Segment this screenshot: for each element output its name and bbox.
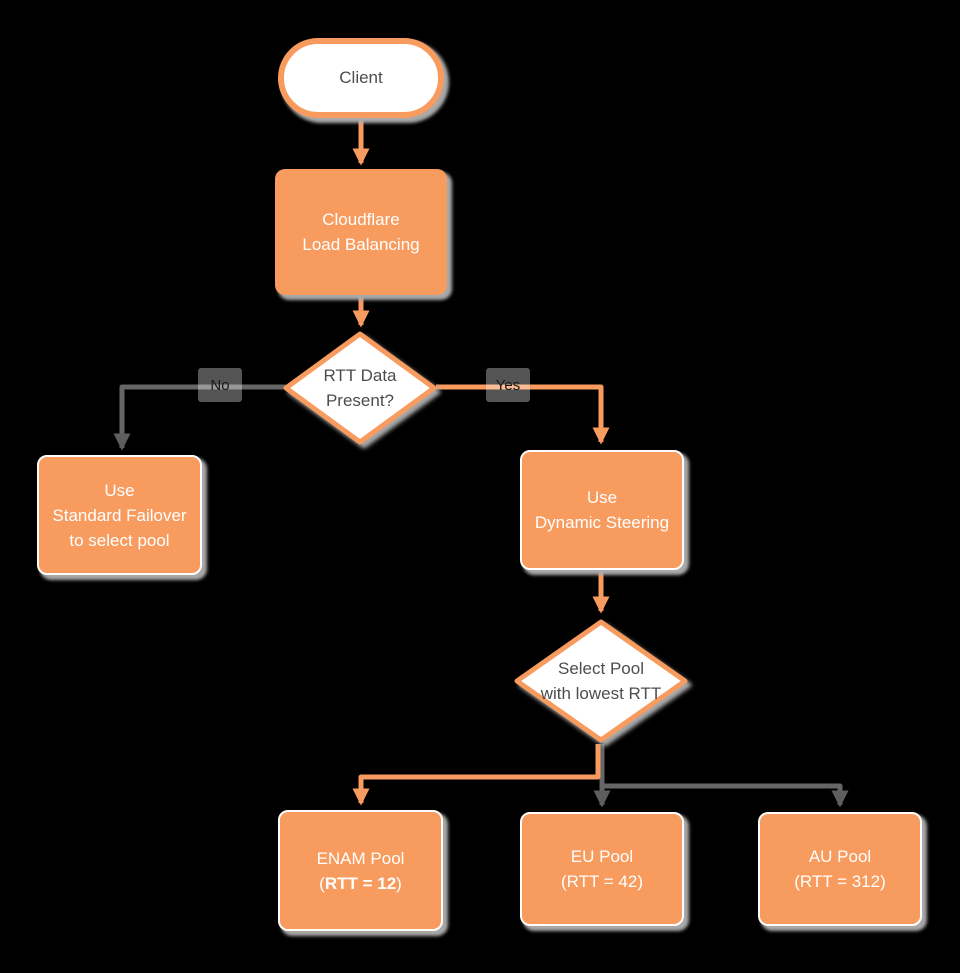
node-eu-pool: EU Pool (RTT = 42) (520, 812, 684, 926)
enam-close-paren: ) (396, 873, 402, 893)
load-balancing-line2: Load Balancing (302, 235, 420, 254)
eu-pool-line1: EU Pool (570, 847, 634, 866)
node-rtt-decision-label: RTT Data Present? (323, 363, 396, 413)
select-pool-diamond-shape (514, 619, 688, 743)
standard-failover-line3: to select pool (69, 530, 170, 550)
node-enam-pool-label: ENAM Pool (RTT = 12) (317, 846, 405, 896)
dynamic-steering-line2: Dynamic Steering (534, 513, 670, 532)
enam-open-paren: ( (319, 873, 325, 893)
node-standard-failover-label: Use Standard Failover to select pool (52, 478, 186, 553)
enam-pool-line1: ENAM Pool (316, 848, 405, 868)
edge-label-no: No (198, 368, 242, 402)
select-pool-line2: with lowest RTT (540, 684, 662, 703)
node-dynamic-steering: Use Dynamic Steering (520, 450, 684, 570)
edge-select-pool-to-enam-pool (352, 744, 601, 806)
edge-label-yes: Yes (486, 368, 530, 402)
node-client-label: Client (339, 68, 383, 87)
node-standard-failover: Use Standard Failover to select pool (37, 455, 202, 575)
standard-failover-line1: Use (104, 480, 135, 500)
edge-label-no-text: No (210, 376, 230, 394)
node-select-pool-label: Select Pool with lowest RTT (541, 656, 662, 706)
edge-yes-to-dynamic-steering (436, 384, 610, 445)
node-dynamic-steering-label: Use Dynamic Steering (535, 485, 669, 535)
node-au-pool-label: AU Pool (RTT = 312) (794, 844, 886, 894)
enam-rtt-value: RTT = 12 (324, 873, 397, 893)
edge-no-to-standard-failover (113, 384, 286, 451)
node-eu-pool-label: EU Pool (RTT = 42) (561, 844, 643, 894)
node-au-pool: AU Pool (RTT = 312) (758, 812, 922, 926)
node-load-balancing-label: Cloudflare Load Balancing (302, 207, 419, 257)
eu-pool-line2: (RTT = 42) (560, 872, 644, 891)
node-load-balancing: Cloudflare Load Balancing (275, 169, 447, 295)
select-pool-line1: Select Pool (557, 659, 644, 678)
rtt-decision-diamond-shape (283, 331, 437, 445)
node-select-pool: Select Pool with lowest RTT (513, 618, 689, 744)
load-balancing-line1: Cloudflare (322, 210, 400, 229)
node-client: Client (278, 38, 444, 118)
rtt-decision-line2: Present? (325, 391, 395, 410)
node-enam-pool: ENAM Pool (RTT = 12) (278, 810, 443, 931)
dynamic-steering-line1: Use (586, 488, 618, 507)
au-pool-line2: (RTT = 312) (794, 872, 886, 891)
au-pool-line1: AU Pool (808, 847, 872, 866)
rtt-decision-line1: RTT Data (323, 366, 397, 385)
edge-select-pool-to-au-pool (599, 744, 849, 808)
node-rtt-decision: RTT Data Present? (282, 330, 438, 446)
enam-pool-line2: (RTT = 12) (317, 871, 405, 896)
standard-failover-line2: Standard Failover (52, 505, 187, 525)
edge-label-yes-text: Yes (495, 376, 521, 394)
